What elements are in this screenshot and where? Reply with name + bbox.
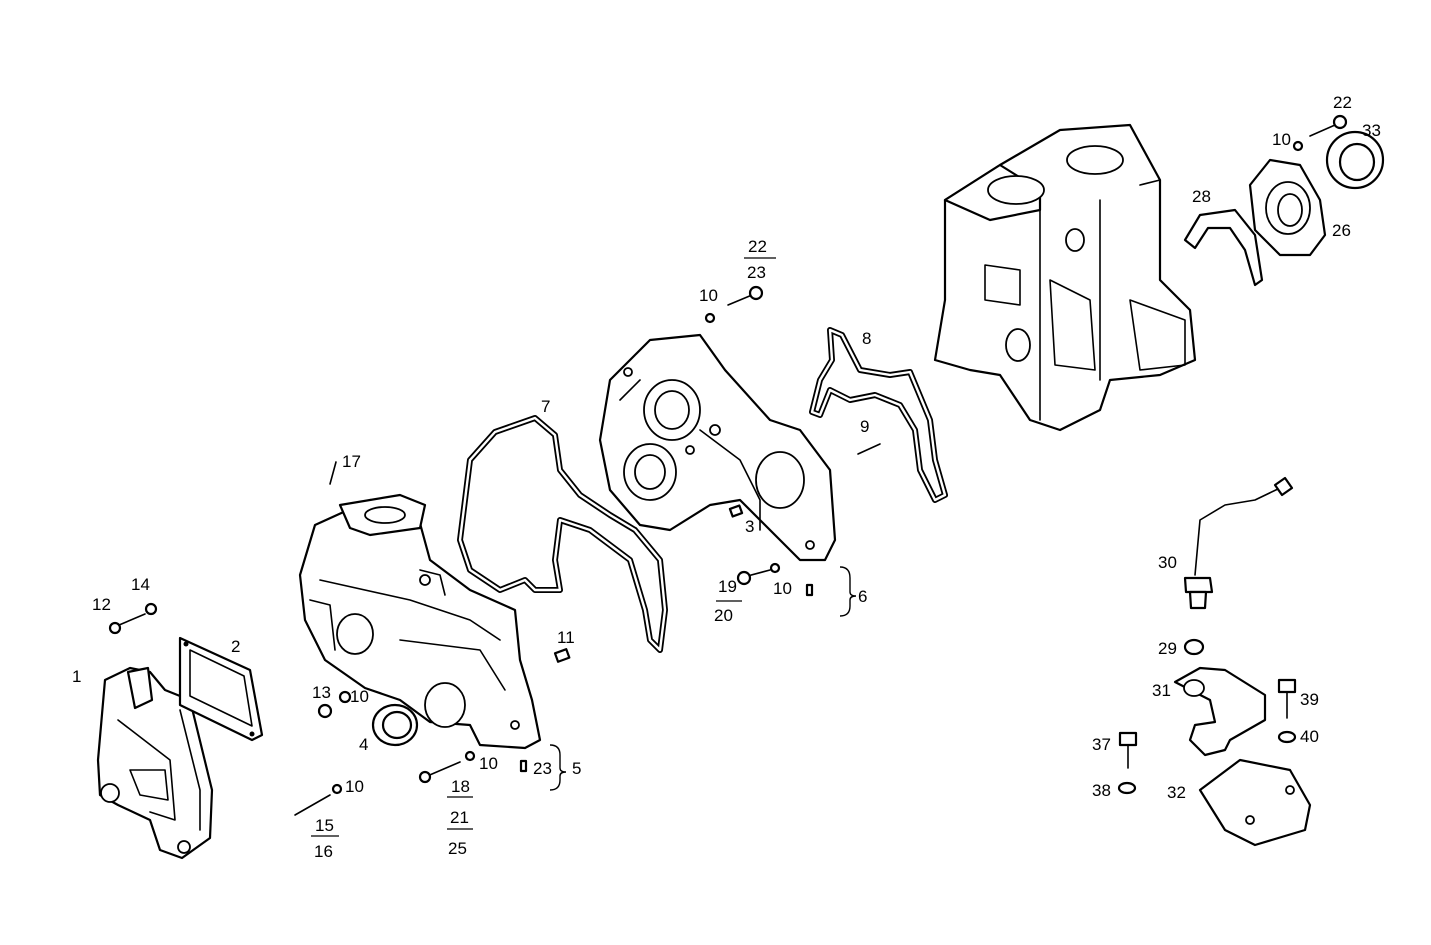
callout-23-cover: 23 <box>533 759 552 778</box>
part-6-intermediate-plate <box>598 333 837 562</box>
part-31-bracket <box>1173 666 1267 757</box>
callout-16: 16 <box>314 842 333 861</box>
callout-1: 1 <box>72 667 81 686</box>
callout-10-cover-bottom: 10 <box>479 754 498 773</box>
callout-23-center: 23 <box>747 263 766 282</box>
callout-30: 30 <box>1158 553 1177 572</box>
part-30-sensor <box>1183 476 1294 610</box>
part-28-gasket <box>1183 208 1264 287</box>
callout-31: 31 <box>1152 681 1171 700</box>
callout-18: 18 <box>451 777 470 796</box>
callout-10-center-top: 10 <box>699 286 718 305</box>
callout-15: 15 <box>315 816 334 835</box>
part-26-seal-housing <box>1248 158 1327 257</box>
callout-37: 37 <box>1092 735 1111 754</box>
callout-11: 11 <box>557 628 575 647</box>
callout-33: 33 <box>1362 121 1381 140</box>
callout-6: 6 <box>858 587 867 606</box>
callout-40: 40 <box>1300 727 1319 746</box>
callout-28: 28 <box>1192 187 1211 206</box>
callout-17: 17 <box>342 452 361 471</box>
callout-10-right-top: 10 <box>1272 130 1291 149</box>
callout-5: 5 <box>572 759 581 778</box>
callout-7: 7 <box>541 397 550 416</box>
callout-22-center: 22 <box>748 237 767 256</box>
callout-29: 29 <box>1158 639 1177 658</box>
callout-20: 20 <box>714 606 733 625</box>
callout-8: 8 <box>862 329 871 348</box>
part-5-front-cover <box>298 493 542 750</box>
part-4-seal <box>371 703 419 747</box>
engine-block <box>933 123 1197 432</box>
callout-4: 4 <box>359 735 368 754</box>
part-8-gasket <box>809 327 948 503</box>
part-32-plate <box>1198 758 1312 847</box>
callout-21: 21 <box>450 808 469 827</box>
part-1-bracket <box>96 666 214 860</box>
callout-22-right: 22 <box>1333 93 1352 112</box>
callout-25: 25 <box>448 839 467 858</box>
callout-10-cover-left: 10 <box>350 687 369 706</box>
callout-13: 13 <box>312 683 331 702</box>
callout-14: 14 <box>131 575 150 594</box>
callout-10-plate: 10 <box>773 579 792 598</box>
callout-12: 12 <box>92 595 111 614</box>
fasteners <box>108 114 1348 816</box>
callout-26: 26 <box>1332 221 1351 240</box>
callout-32: 32 <box>1167 783 1186 802</box>
callout-2: 2 <box>231 637 240 656</box>
part-2-cover-plate <box>178 636 264 742</box>
annotation-lines <box>311 257 857 837</box>
callout-19: 19 <box>718 577 737 596</box>
callout-39: 39 <box>1300 690 1319 709</box>
part-7-gasket <box>457 415 668 653</box>
callout-38: 38 <box>1092 781 1111 800</box>
callout-10-stud: 10 <box>345 777 364 796</box>
callout-3: 3 <box>745 517 754 536</box>
part-33-seal <box>1325 130 1385 190</box>
part-29-washer <box>1183 638 1205 656</box>
callout-9: 9 <box>860 417 869 436</box>
callout-labels: 1 2 3 4 5 6 7 8 9 10 10 10 10 10 10 11 1… <box>72 93 1381 861</box>
